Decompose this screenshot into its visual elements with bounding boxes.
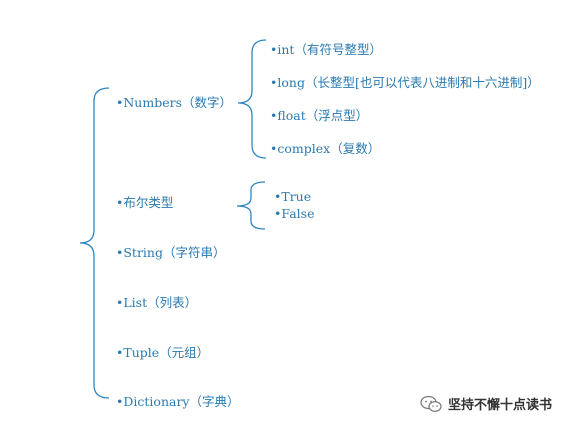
root-item-string: •String（字符串） [116, 245, 226, 260]
root-brace [79, 87, 110, 399]
bool-brace [236, 181, 266, 230]
numbers-item-float: •float（浮点型） [270, 108, 369, 123]
numbers-item-long: •long（长整型[也可以代表八进制和十六进制]） [270, 75, 540, 90]
numbers-item-complex: •complex（复数） [270, 141, 381, 156]
root-item-list: •List（列表） [116, 295, 198, 310]
watermark: 坚持不懈十点读书 [420, 394, 552, 413]
bool-item-true: •True [274, 189, 312, 204]
root-item-tuple: •Tuple（元组） [116, 345, 210, 360]
numbers-item-int: •int（有符号整型） [270, 42, 382, 57]
wechat-icon [420, 395, 442, 412]
root-item-numbers: •Numbers（数字） [116, 95, 233, 110]
numbers-brace [237, 39, 267, 159]
watermark-text: 坚持不懈十点读书 [448, 398, 553, 413]
bool-item-false: •False [274, 206, 315, 221]
root-item-dictionary: •Dictionary（字典） [116, 394, 240, 409]
root-item-bool: •布尔类型 [116, 195, 174, 210]
